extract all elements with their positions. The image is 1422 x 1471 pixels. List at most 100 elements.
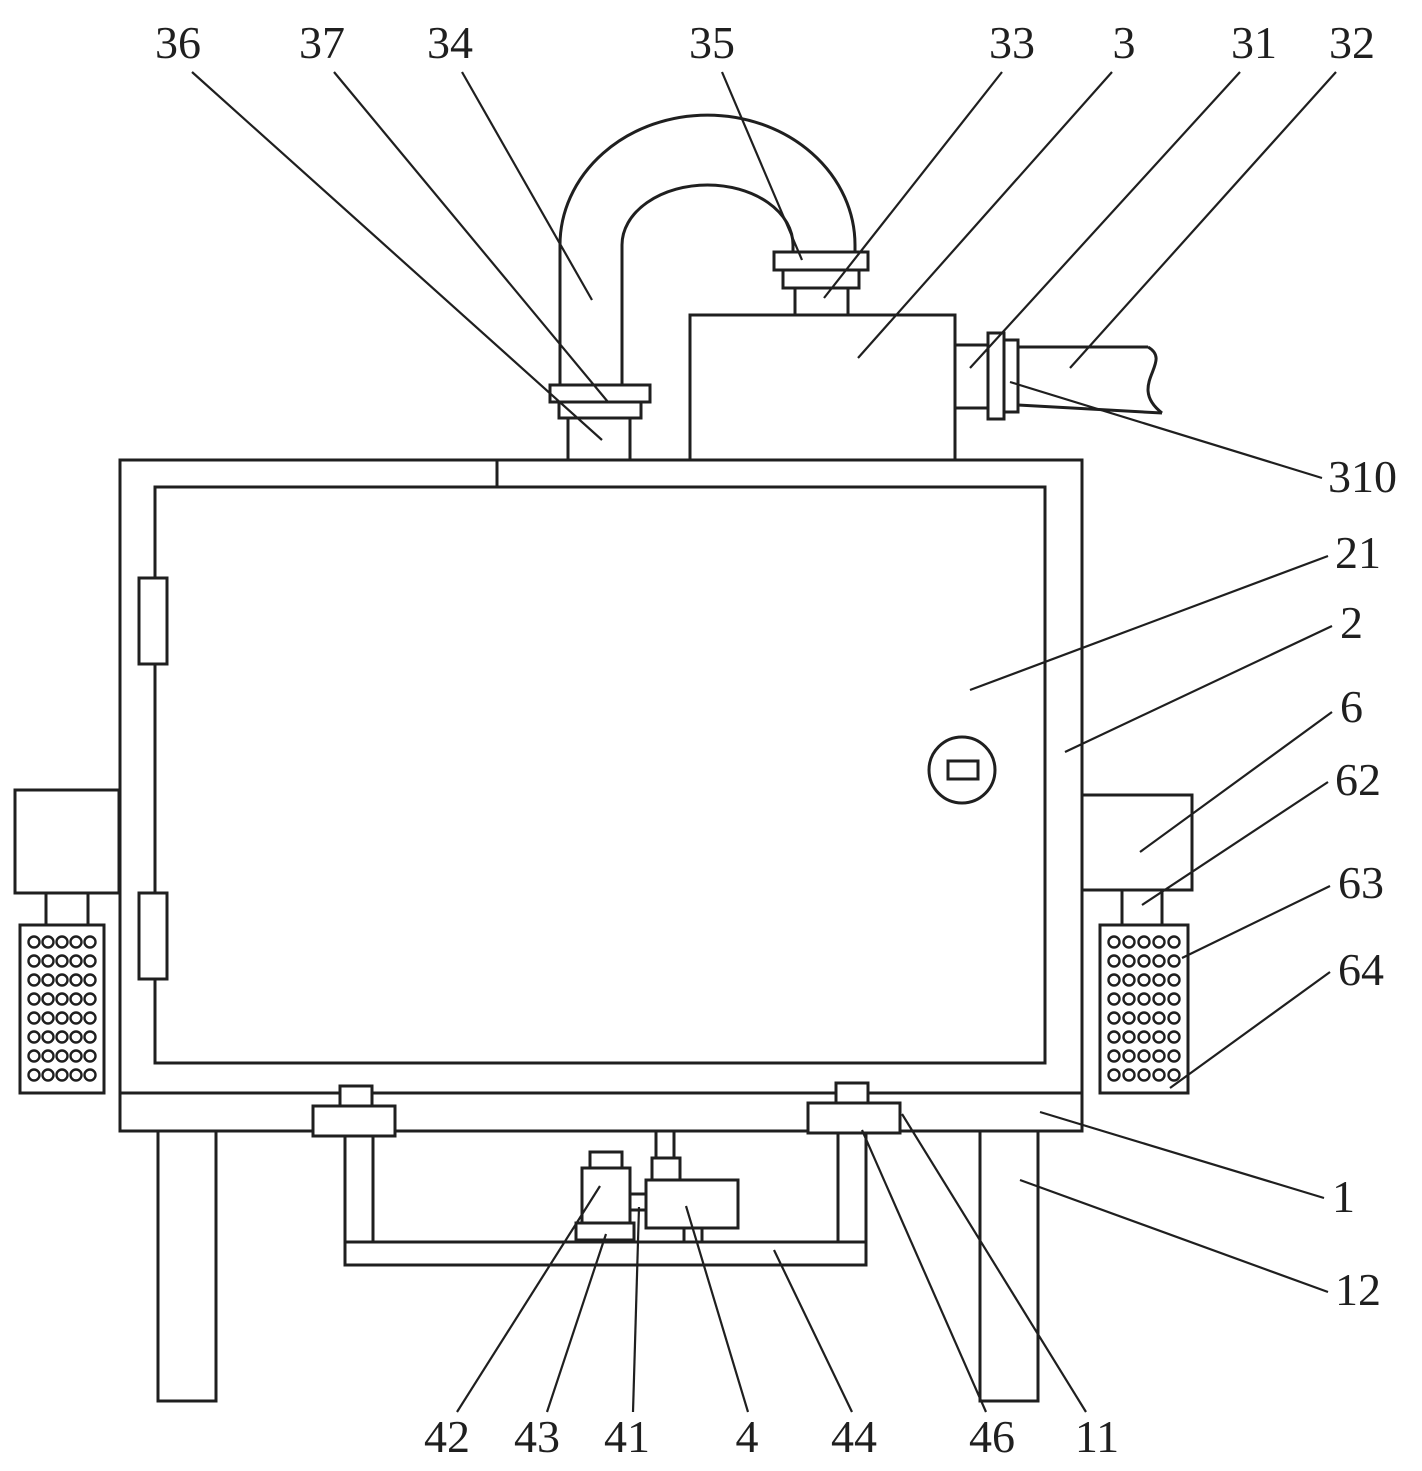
left-clamp-bolt bbox=[338, 1084, 374, 1108]
perforation-hole bbox=[83, 1049, 97, 1063]
leader-line-35 bbox=[720, 71, 804, 261]
leader-line-41 bbox=[631, 1206, 641, 1413]
label-text-43: 43 bbox=[514, 1411, 560, 1462]
right-perforation-grid bbox=[1107, 935, 1181, 1082]
right-side-unit bbox=[1080, 793, 1194, 1095]
outlet-flange-ring-2 bbox=[1002, 338, 1020, 414]
perforation-hole bbox=[1137, 935, 1151, 949]
label-text-44: 44 bbox=[831, 1411, 877, 1462]
perforation-hole bbox=[55, 1068, 69, 1082]
perforation-hole bbox=[1167, 973, 1181, 987]
label-1: 1 bbox=[1039, 1110, 1355, 1222]
leader-line-46 bbox=[860, 1129, 988, 1413]
label-12: 12 bbox=[1019, 1178, 1381, 1315]
perforation-hole bbox=[27, 1049, 41, 1063]
leader-line-12 bbox=[1019, 1178, 1329, 1294]
leader-line-42 bbox=[456, 1185, 601, 1413]
label-34: 34 bbox=[427, 17, 593, 301]
pipe-stub bbox=[793, 286, 850, 317]
perforation-hole bbox=[83, 973, 97, 987]
perforation-hole bbox=[27, 1030, 41, 1044]
label-text-31: 31 bbox=[1231, 17, 1277, 68]
perforation-hole bbox=[1107, 954, 1121, 968]
label-46: 46 bbox=[860, 1129, 1015, 1462]
perforation-hole bbox=[83, 1030, 97, 1044]
separator-box bbox=[688, 313, 957, 462]
label-37: 37 bbox=[299, 17, 609, 403]
perforation-hole bbox=[55, 973, 69, 987]
outlet-pipe bbox=[955, 331, 1163, 421]
pump-body bbox=[644, 1178, 740, 1230]
perforation-hole bbox=[83, 1068, 97, 1082]
perforation-hole bbox=[55, 1030, 69, 1044]
label-6: 6 bbox=[1139, 681, 1363, 853]
flange-plate-lower bbox=[781, 268, 861, 290]
perforation-hole bbox=[1152, 954, 1166, 968]
label-text-310: 310 bbox=[1328, 451, 1397, 502]
perforation-hole bbox=[69, 1030, 83, 1044]
perforation-hole bbox=[1107, 1011, 1121, 1025]
perforation-hole bbox=[83, 1011, 97, 1025]
perforation-hole bbox=[41, 1011, 55, 1025]
label-text-32: 32 bbox=[1329, 17, 1375, 68]
left-leg bbox=[156, 1129, 218, 1403]
perforation-hole bbox=[1152, 992, 1166, 1006]
perforation-hole bbox=[1122, 992, 1136, 1006]
label-2: 2 bbox=[1064, 597, 1363, 753]
leader-line-34 bbox=[461, 71, 593, 301]
label-text-2: 2 bbox=[1340, 597, 1363, 648]
leader-line-1 bbox=[1039, 1110, 1325, 1200]
perforation-hole bbox=[41, 935, 55, 949]
pipe-break-line bbox=[1146, 345, 1163, 415]
perforation-hole bbox=[69, 973, 83, 987]
perforation-hole bbox=[83, 954, 97, 968]
perforation-hole bbox=[1137, 973, 1151, 987]
perforation-hole bbox=[69, 1049, 83, 1063]
perforation-hole bbox=[1122, 1011, 1136, 1025]
label-text-3: 3 bbox=[1113, 17, 1136, 68]
perforation-hole bbox=[69, 935, 83, 949]
perforation-hole bbox=[1152, 935, 1166, 949]
perforation-hole bbox=[1107, 992, 1121, 1006]
perforation-hole bbox=[1137, 1011, 1151, 1025]
left-side-unit bbox=[13, 788, 121, 1095]
label-text-42: 42 bbox=[424, 1411, 470, 1462]
door-handle bbox=[927, 735, 997, 805]
perforation-hole bbox=[55, 992, 69, 1006]
right-leg bbox=[978, 1129, 1040, 1403]
hinge-upper bbox=[137, 576, 169, 666]
label-35: 35 bbox=[689, 17, 804, 261]
leader-line-62 bbox=[1141, 781, 1329, 906]
left-unit-neck bbox=[44, 891, 90, 927]
leader-line-31 bbox=[969, 71, 1241, 369]
label-text-1: 1 bbox=[1332, 1171, 1355, 1222]
perforation-hole bbox=[1137, 954, 1151, 968]
perforation-hole bbox=[1167, 992, 1181, 1006]
label-31: 31 bbox=[969, 17, 1277, 369]
door-panel bbox=[153, 485, 1047, 1065]
perforation-hole bbox=[1167, 1049, 1181, 1063]
label-63: 63 bbox=[1181, 857, 1384, 959]
label-text-34: 34 bbox=[427, 17, 473, 68]
label-text-35: 35 bbox=[689, 17, 735, 68]
label-text-21: 21 bbox=[1335, 527, 1381, 578]
label-64: 64 bbox=[1169, 944, 1384, 1089]
perforation-hole bbox=[1167, 1030, 1181, 1044]
leader-line-44 bbox=[773, 1249, 853, 1413]
flange-plate-lower bbox=[557, 400, 643, 420]
leader-line-32 bbox=[1069, 71, 1337, 369]
label-36: 36 bbox=[155, 17, 603, 441]
housing-base-band bbox=[118, 1091, 1084, 1133]
perforation-hole bbox=[69, 1068, 83, 1082]
perforation-hole bbox=[1107, 1030, 1121, 1044]
leader-line-36 bbox=[191, 71, 603, 441]
leader-line-3 bbox=[857, 71, 1113, 359]
perforation-hole bbox=[1122, 935, 1136, 949]
perforation-hole bbox=[1107, 1049, 1121, 1063]
label-text-33: 33 bbox=[989, 17, 1035, 68]
right-clamp-plate bbox=[806, 1101, 902, 1135]
perforation-hole bbox=[1122, 1068, 1136, 1082]
label-4: 4 bbox=[684, 1205, 759, 1462]
perforation-hole bbox=[41, 1068, 55, 1082]
label-text-41: 41 bbox=[604, 1411, 650, 1462]
